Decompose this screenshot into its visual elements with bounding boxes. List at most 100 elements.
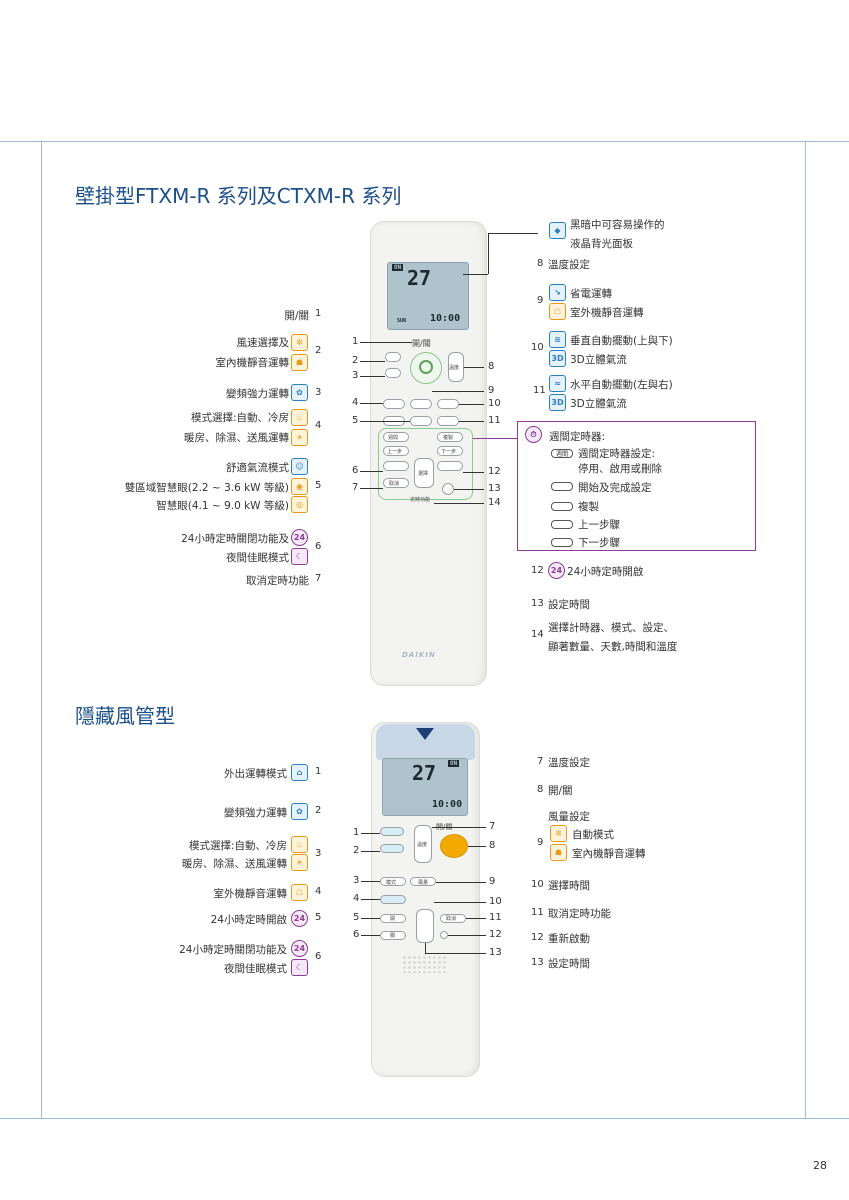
section2-title: 隱藏風管型 bbox=[75, 704, 175, 728]
s2-r12-num: 12 bbox=[531, 932, 544, 943]
set-time-button[interactable] bbox=[442, 483, 454, 495]
swing-v-button[interactable] bbox=[437, 399, 459, 409]
weekly-timer-icon: ⏱ bbox=[525, 426, 542, 443]
backlight-icon: ◆ bbox=[549, 222, 566, 239]
comfort-airflow-icon: ☺ bbox=[291, 458, 308, 475]
callout-13: 13 bbox=[488, 483, 501, 494]
leader-12 bbox=[463, 472, 484, 473]
s2-powerful-button[interactable] bbox=[380, 844, 404, 853]
start-key-icon bbox=[551, 482, 573, 491]
off-timer-button[interactable] bbox=[437, 461, 463, 471]
r14-a: 選擇計時器、模式、設定、 bbox=[548, 622, 674, 634]
s2-temp-label: 溫度 bbox=[417, 842, 428, 848]
lcd-sun: SUN bbox=[397, 318, 407, 324]
leader-3 bbox=[360, 376, 385, 377]
s2-off-button[interactable] bbox=[380, 931, 406, 940]
leader-1 bbox=[360, 342, 412, 343]
onoff-button[interactable] bbox=[410, 352, 442, 384]
sleep-icon: ☾ bbox=[291, 548, 308, 565]
lcd-on: ON bbox=[392, 264, 404, 271]
s2-cancel-button[interactable] bbox=[440, 914, 466, 923]
callout-12: 12 bbox=[488, 466, 501, 477]
mode-icon: ♨ bbox=[291, 836, 308, 853]
24h-icon: 24 bbox=[291, 529, 308, 546]
next-key-icon bbox=[551, 538, 573, 547]
s2-callout-1: 1 bbox=[353, 827, 360, 838]
bottom-rule bbox=[0, 1118, 849, 1119]
s2-on-button[interactable] bbox=[380, 914, 406, 923]
auto-fan-icon: ✲ bbox=[550, 825, 567, 842]
home-leave-icon: ⌂ bbox=[291, 764, 308, 781]
s2-callout-9: 9 bbox=[489, 876, 496, 887]
r14-num: 14 bbox=[531, 629, 544, 640]
s2-leader-10 bbox=[434, 902, 486, 903]
callout-11: 11 bbox=[488, 415, 501, 426]
r9-num: 9 bbox=[537, 295, 544, 306]
temp-rocker[interactable] bbox=[448, 352, 464, 382]
24h-icon: 24 bbox=[291, 940, 308, 957]
s2-r11-text: 取消定時功能 bbox=[548, 908, 611, 920]
select-label: 選擇 bbox=[418, 471, 429, 477]
label-dual-eye: 雙區域智慧眼(2.2 ~ 3.6 kW 等級) bbox=[124, 482, 289, 494]
leader-14 bbox=[434, 503, 484, 504]
lcd-temp: 27 bbox=[407, 266, 432, 290]
prev-button[interactable] bbox=[383, 446, 409, 456]
weekly-button[interactable] bbox=[383, 432, 409, 442]
s2-leader-12 bbox=[448, 935, 486, 936]
s2-onoff-button[interactable] bbox=[440, 834, 468, 858]
s2-num-2: 2 bbox=[315, 805, 322, 816]
econo-button[interactable] bbox=[410, 399, 432, 409]
fan-button[interactable] bbox=[385, 352, 401, 362]
cancel-button[interactable] bbox=[383, 478, 409, 488]
swing-h-button[interactable] bbox=[437, 416, 459, 426]
s2-quiet-button[interactable] bbox=[380, 895, 406, 904]
s2-r13-num: 13 bbox=[531, 957, 544, 968]
s2-leader-13-v bbox=[425, 943, 426, 953]
s2-r8-num: 8 bbox=[537, 784, 544, 795]
weekly-1b: 停用、啟用或刪除 bbox=[578, 463, 662, 475]
s2-mode-button[interactable] bbox=[380, 877, 406, 886]
s2-callout-3: 3 bbox=[353, 875, 360, 886]
label-indoor-quiet: 室內機靜音運轉 bbox=[215, 357, 290, 369]
s2-leader-4 bbox=[361, 899, 380, 900]
on-timer-button[interactable] bbox=[383, 461, 409, 471]
24h-icon: 24 bbox=[291, 910, 308, 927]
label-s2-24h-off: 24小時定時關閉功能及 bbox=[179, 944, 287, 956]
next-label: 下一步 bbox=[441, 449, 457, 455]
label-eye: 智慧眼(4.1 ~ 9.0 kW 等級) bbox=[156, 500, 289, 512]
copy-button[interactable] bbox=[437, 432, 463, 442]
backlight-text-1: 黑暗中可容易操作的 bbox=[570, 219, 665, 231]
s2-leader-3 bbox=[361, 881, 380, 882]
prev-label: 上一步 bbox=[387, 449, 403, 455]
s2-restart-button[interactable] bbox=[440, 931, 448, 939]
leader-10 bbox=[459, 404, 484, 405]
s2-callout-12: 12 bbox=[489, 929, 502, 940]
home-leave-button[interactable] bbox=[380, 827, 404, 836]
next-button[interactable] bbox=[437, 446, 463, 456]
r9-b: 室外機靜音運轉 bbox=[570, 307, 644, 319]
s2-time-rocker[interactable] bbox=[416, 909, 434, 943]
prev-key-icon bbox=[551, 520, 573, 529]
copy-key-icon bbox=[551, 502, 573, 511]
s2-fan-button[interactable] bbox=[410, 877, 436, 886]
eye-button[interactable] bbox=[410, 416, 432, 426]
auto-fan-icon: ✲ bbox=[291, 334, 308, 351]
select-button[interactable] bbox=[414, 458, 434, 488]
num-2: 2 bbox=[315, 345, 322, 356]
s2-num-1: 1 bbox=[315, 766, 322, 777]
r10-a: 垂直自動擺動(上與下) bbox=[570, 335, 673, 347]
left-rule bbox=[41, 141, 42, 1118]
leader-backlight-h bbox=[488, 233, 538, 234]
s2-callout-10: 10 bbox=[489, 896, 502, 907]
powerful-button[interactable] bbox=[385, 368, 401, 378]
mode-button[interactable] bbox=[383, 399, 405, 409]
right-rule bbox=[805, 141, 806, 1118]
cancel-label: 取消 bbox=[389, 481, 400, 487]
label-powerful: 變頻強力運轉 bbox=[226, 388, 289, 400]
label-s2-24h-on: 24小時定時開啟 bbox=[210, 914, 287, 926]
s2-temp-rocker[interactable] bbox=[414, 825, 432, 863]
leader-6 bbox=[360, 471, 383, 472]
s2-fan-label: 風量 bbox=[418, 880, 429, 886]
s2-r9-b: 室內機靜音運轉 bbox=[572, 848, 646, 860]
weekly-2: 開始及完成設定 bbox=[578, 482, 652, 494]
